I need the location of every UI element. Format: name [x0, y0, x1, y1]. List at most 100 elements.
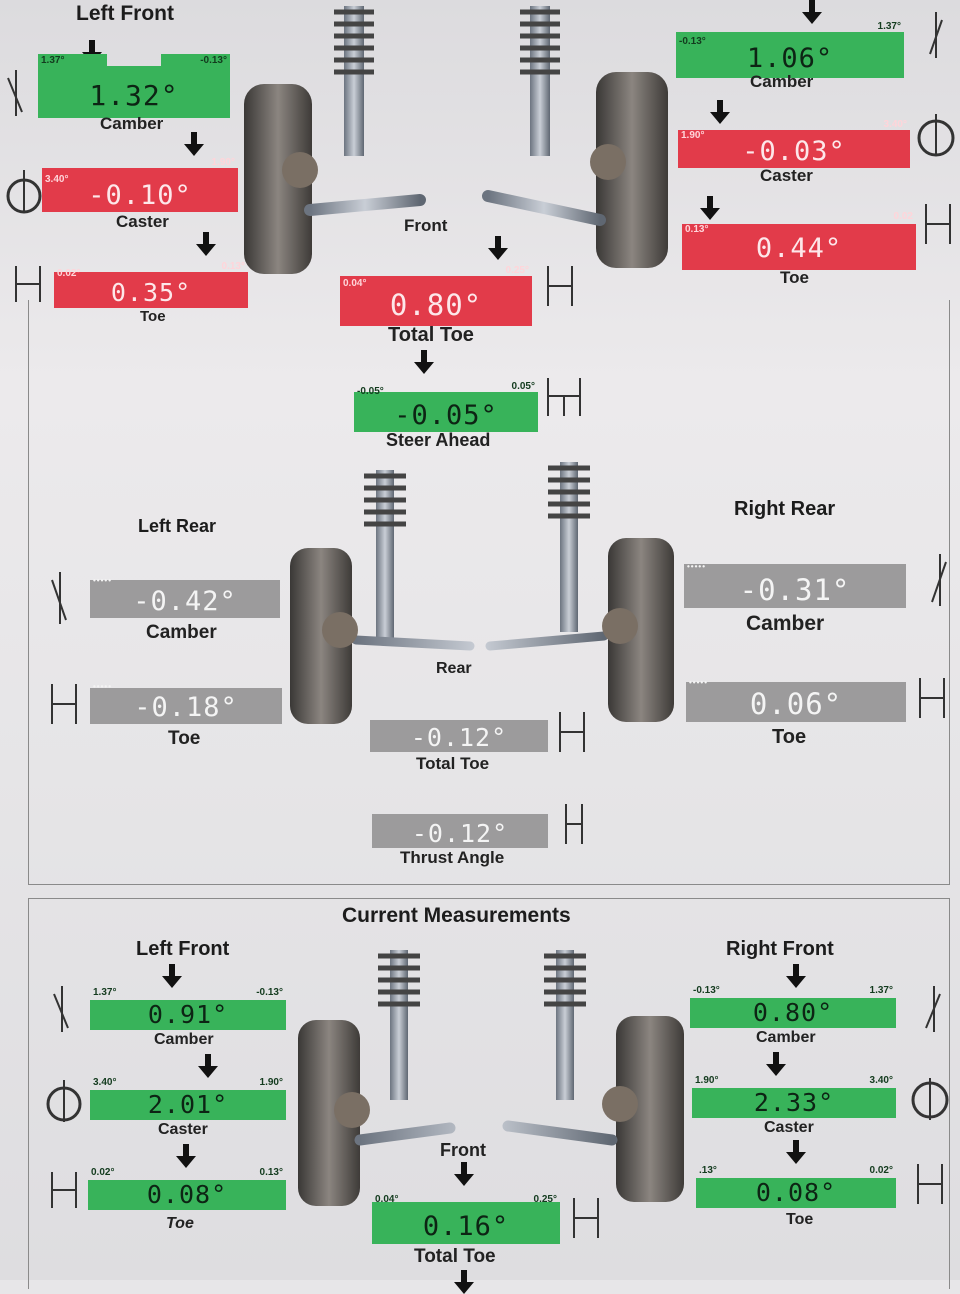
left-rear-camber-gauge: ••••• -0.42° — [90, 568, 280, 618]
right-rear-title: Right Rear — [734, 498, 836, 520]
thrust-angle-gauge: -0.12° — [372, 804, 548, 848]
current-right-front-camber-gauge: -0.13° 1.37° 0.80° — [690, 984, 896, 1028]
current-total-toe-gauge: 0.04° 0.25° 0.16° — [372, 1190, 560, 1244]
current-left-front-title: Left Front — [136, 938, 230, 960]
left-rear-toe-label: Toe — [168, 728, 201, 749]
front-total-toe-label: Total Toe — [388, 324, 474, 346]
caster-diagram-icon — [6, 170, 42, 214]
current-left-front-caster-value: 2.01° — [147, 1090, 229, 1119]
right-rear-camber-value: -0.31° — [739, 573, 851, 607]
rf-caster-diagram-icon — [917, 114, 955, 157]
right-front-camber-value: 1.06° — [746, 43, 834, 74]
cur-lf-caster-diagram-icon — [46, 1080, 82, 1122]
front-axle-label: Front — [404, 216, 448, 235]
right-front-caster-value: -0.03° — [742, 136, 846, 167]
camber-diagram-icon — [7, 70, 23, 116]
cur-lf-toe-diagram-icon — [51, 1172, 77, 1208]
front-right-tire — [596, 72, 668, 268]
current-right-front-toe-gauge: .13° 0.02° 0.08° — [696, 1164, 896, 1208]
front-left-strut — [344, 6, 364, 156]
left-front-camber-value: 1.32° — [89, 79, 179, 112]
left-front-caster-gauge: 3.40° 1.90° -0.10° — [42, 156, 238, 212]
right-rear-camber-gauge: ••••• -0.31° — [684, 552, 906, 608]
front-left-control-arm — [304, 194, 426, 216]
total-toe-diagram-icon — [547, 266, 573, 306]
steer-ahead-label: Steer Ahead — [386, 430, 491, 450]
rear-total-toe-diagram-icon — [559, 712, 585, 752]
right-front-camber-label: Camber — [750, 72, 814, 91]
right-rear-toe-label: Toe — [772, 726, 807, 748]
left-rear-camber-label: Camber — [146, 622, 217, 643]
current-left-front-camber-label: Camber — [154, 1031, 214, 1048]
current-right-front-toe-label: Toe — [786, 1211, 814, 1228]
cur-lf-camber-diagram-icon — [53, 986, 69, 1032]
current-right-front-camber-value: 0.80° — [752, 998, 834, 1027]
current-left-front-camber-value: 0.91° — [147, 1000, 229, 1029]
right-front-camber-gauge: -0.13° 1.37° 1.06° — [676, 20, 904, 78]
left-front-toe-label: Toe — [140, 308, 166, 325]
rear-total-toe-value: -0.12° — [410, 723, 508, 752]
thrust-angle-label: Thrust Angle — [400, 848, 505, 867]
current-left-front-toe-value: 0.08° — [146, 1180, 228, 1209]
left-front-toe-value: 0.35° — [110, 278, 192, 307]
current-right-front-toe-value: 0.08° — [755, 1178, 837, 1207]
cur-rf-caster-diagram-icon — [911, 1078, 949, 1120]
rear-total-toe-label: Total Toe — [416, 754, 490, 773]
before-section-frame — [28, 300, 950, 885]
right-rear-camber-label: Camber — [746, 612, 825, 635]
cur-total-toe-diagram-icon — [573, 1198, 599, 1238]
left-rear-toe-gauge: ••••• -0.18° — [90, 676, 282, 724]
right-rear-toe-value: 0.06° — [749, 687, 843, 721]
current-left-front-camber-gauge: 1.37° -0.13° 0.91° — [90, 986, 286, 1030]
right-front-toe-label: Toe — [780, 268, 809, 287]
lr-camber-diagram-icon — [51, 572, 67, 624]
rr-camber-diagram-icon — [931, 554, 947, 606]
current-right-front-title: Right Front — [726, 938, 834, 960]
front-total-toe-gauge: 0.04° 0.25° 0.80° — [340, 264, 532, 326]
left-front-caster-value: -0.10° — [88, 180, 192, 211]
left-front-title: Left Front — [76, 2, 174, 25]
current-right-front-caster-label: Caster — [764, 1119, 814, 1136]
front-right-strut — [530, 6, 550, 156]
current-total-toe-label: Total Toe — [414, 1246, 496, 1267]
current-left-front-caster-label: Caster — [158, 1121, 208, 1138]
current-right-front-caster-gauge: 1.90° 3.40° 2.33° — [692, 1074, 896, 1118]
right-rear-toe-gauge: ••••• 0.06° — [686, 670, 906, 722]
current-left-front-toe-gauge: 0.02° 0.13° 0.08° — [88, 1166, 286, 1210]
front-left-tire — [244, 84, 312, 274]
left-front-toe-gauge: 0.02° 0.13° 0.35° — [54, 260, 248, 308]
current-left-front-caster-gauge: 3.40° 1.90° 2.01° — [90, 1076, 286, 1120]
cur-rf-camber-diagram-icon — [925, 986, 941, 1032]
current-section-frame — [28, 898, 950, 1289]
front-left-spring — [334, 9, 374, 75]
lr-toe-diagram-icon — [51, 684, 77, 724]
right-front-toe-value: 0.44° — [755, 233, 843, 264]
front-right-control-arm — [482, 190, 606, 226]
rear-total-toe-gauge: -0.12° — [370, 710, 548, 752]
current-measurements-title: Current Measurements — [342, 904, 571, 927]
steer-ahead-gauge: -0.05° 0.05° -0.05° — [354, 380, 538, 432]
rf-toe-diagram-icon — [925, 204, 951, 244]
steer-ahead-diagram-icon — [547, 378, 581, 416]
left-rear-toe-value: -0.18° — [134, 692, 238, 723]
rr-toe-diagram-icon — [919, 678, 945, 718]
current-total-toe-value: 0.16° — [422, 1211, 510, 1242]
steer-ahead-value: -0.05° — [394, 400, 498, 431]
left-front-camber-label: Camber — [100, 114, 164, 133]
left-rear-camber-value: -0.42° — [133, 586, 237, 617]
rear-axle-label: Rear — [436, 660, 472, 677]
thrust-angle-value: -0.12° — [411, 819, 509, 848]
cur-rf-toe-diagram-icon — [917, 1164, 943, 1204]
current-left-front-toe-label: Toe — [166, 1215, 194, 1232]
left-front-camber-gauge: 1.37° -0.13° 1.32° — [38, 54, 230, 118]
thrust-angle-diagram-icon — [565, 804, 583, 844]
current-right-front-camber-label: Camber — [756, 1029, 816, 1046]
front-total-toe-value: 0.80° — [389, 288, 483, 322]
toe-diagram-icon — [15, 266, 41, 302]
rf-camber-diagram-icon — [929, 12, 943, 58]
current-front-axle-label: Front — [440, 1140, 486, 1160]
left-rear-title: Left Rear — [138, 516, 217, 536]
right-front-caster-gauge: 1.90° 3.40° -0.03° — [678, 118, 910, 168]
right-front-toe-gauge: 0.13° 0.02 0.44° — [682, 210, 916, 270]
